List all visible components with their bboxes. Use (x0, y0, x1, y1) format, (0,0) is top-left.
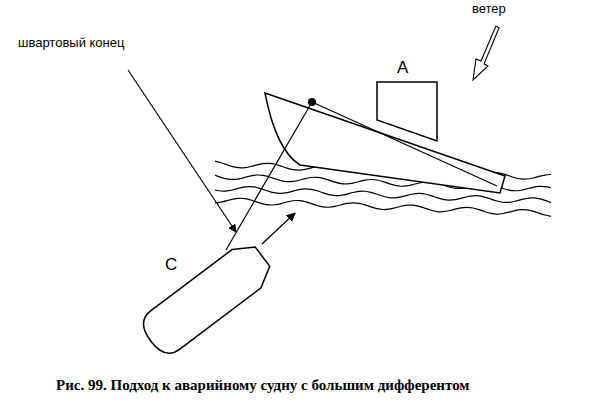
ship-letter: A (397, 58, 408, 78)
wave-line (215, 198, 551, 216)
motion-arrow (262, 213, 295, 244)
deck-line (312, 102, 497, 186)
wind-arrow (473, 26, 499, 80)
leader-line (128, 70, 236, 232)
boat-letter: C (165, 255, 177, 275)
figure-caption: Рис. 99. Подход к аварийному судну с бол… (56, 377, 470, 394)
mooring-line (226, 102, 312, 250)
superstructure (377, 82, 437, 141)
wind-label: ветер (472, 2, 506, 17)
boat (136, 238, 277, 361)
mooring-label: швартовый конец (18, 36, 124, 51)
